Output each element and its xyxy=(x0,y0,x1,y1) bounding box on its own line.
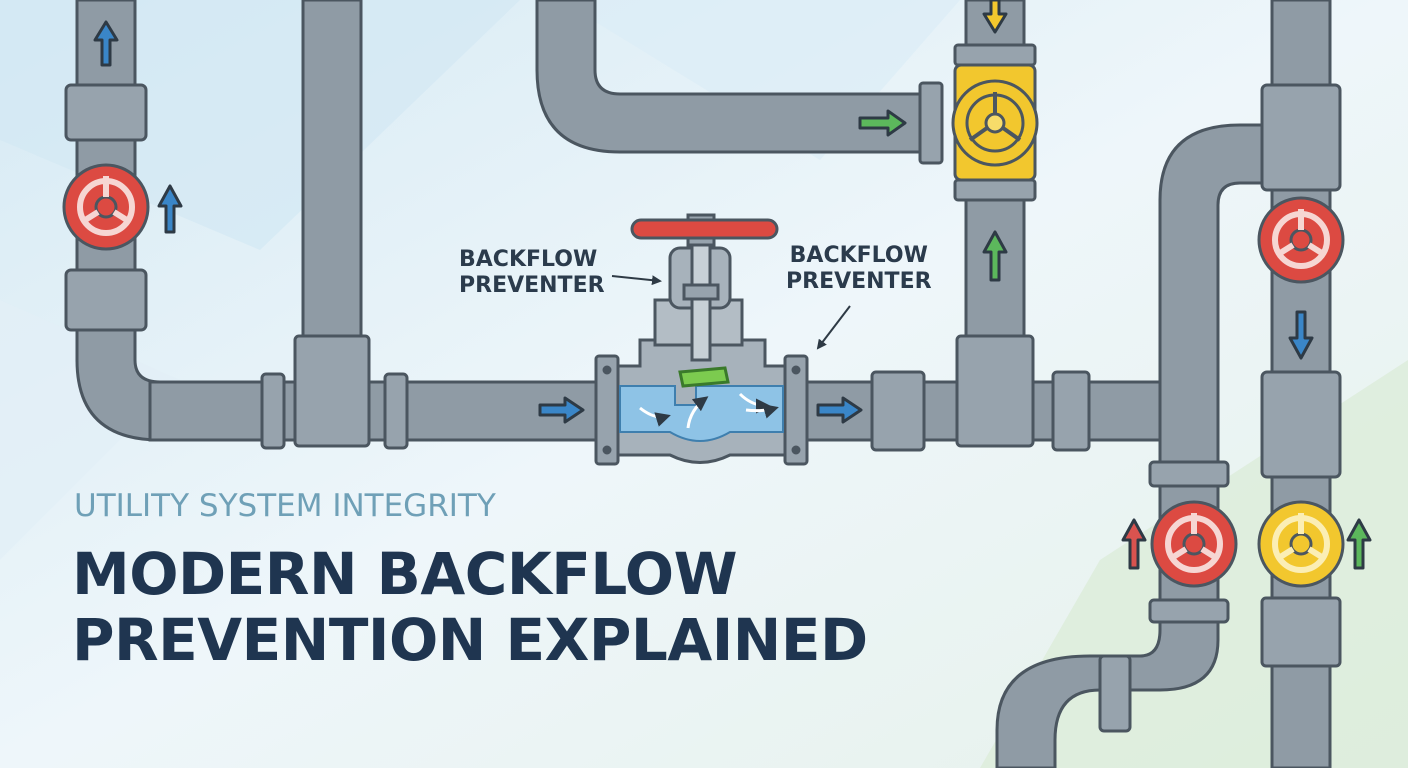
page-title-line2: PREVENTION EXPLAINED xyxy=(72,605,868,674)
callout-left-line1: BACKFLOW xyxy=(459,247,598,272)
flow-arrow-icon xyxy=(982,0,1008,34)
flow-arrow-icon xyxy=(858,109,1372,570)
callout-right-label: BACKFLOW PREVENTER xyxy=(786,243,932,295)
pipe-top-arc xyxy=(535,0,932,154)
flow-arrow-icon xyxy=(1121,518,1147,570)
yellow-tee-valve xyxy=(951,63,1039,182)
pipe-second-vertical xyxy=(301,0,363,347)
flow-arrows xyxy=(93,0,1372,570)
pipe-right-arc xyxy=(1158,123,1267,472)
eyebrow-text: UTILITY SYSTEM INTEGRITY xyxy=(74,488,496,524)
callout-left-label: BACKFLOW PREVENTER xyxy=(459,247,605,299)
pipe-fittings xyxy=(64,43,1342,733)
callout-right-line2: PREVENTER xyxy=(786,268,932,294)
red-handwheel-icon xyxy=(1257,196,1345,284)
top-handwheel-icon xyxy=(630,218,779,240)
flow-arrow-icon xyxy=(93,20,1314,424)
callout-pointers xyxy=(611,275,851,350)
internal-flow-arrows xyxy=(639,392,779,429)
gate-valve-icon xyxy=(594,213,809,466)
yellow-handwheel-icon xyxy=(1257,500,1345,588)
red-handwheel-icon xyxy=(1150,484,1238,602)
callout-left-line2: PREVENTER xyxy=(459,272,605,298)
headline-block: UTILITY SYSTEM INTEGRITY MODERN BACKFLOW… xyxy=(72,488,868,673)
page-title-line1: MODERN BACKFLOW xyxy=(72,540,738,608)
red-handwheel-icon xyxy=(62,163,150,251)
water-flow xyxy=(619,385,784,442)
callout-right-line1: BACKFLOW xyxy=(789,243,928,268)
